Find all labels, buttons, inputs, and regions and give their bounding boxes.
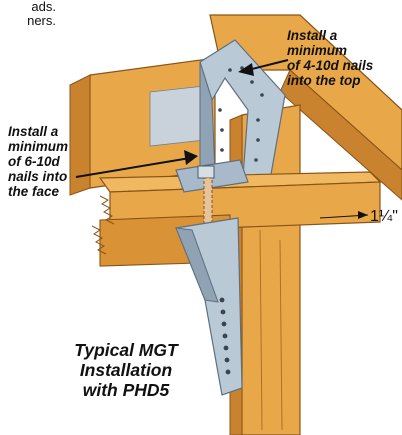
callout-top-nails: Install a minimum of 4-10d nails into th… bbox=[287, 28, 373, 88]
upper-rafter-side bbox=[279, 69, 402, 201]
callout-top-leader bbox=[247, 59, 289, 71]
callout-face-line: minimum bbox=[8, 139, 69, 154]
caption-line: Installation bbox=[79, 360, 173, 380]
callout-face-line: the face bbox=[8, 184, 60, 199]
caption-line: Typical MGT bbox=[74, 340, 178, 360]
callout-top-line: minimum bbox=[287, 43, 348, 58]
strap-nails bbox=[218, 66, 264, 162]
callout-face-line: nails into bbox=[8, 169, 68, 184]
callout-face-line: of 6-10d bbox=[8, 154, 60, 169]
callout-face-leader bbox=[75, 157, 191, 178]
header-plate bbox=[149, 85, 206, 147]
figure-caption: Typical MGT Installation with PHD5 bbox=[60, 340, 192, 400]
dimension-arrow bbox=[358, 211, 368, 219]
callout-face-line: Install a bbox=[8, 124, 59, 139]
callout-top-line: of 4-10d nails bbox=[287, 58, 374, 73]
callout-face-arrowhead bbox=[184, 150, 198, 165]
cropped-text-fragment: ads. ners. bbox=[0, 0, 56, 28]
fragment-line: ads. bbox=[31, 0, 56, 14]
caption-line: with PHD5 bbox=[82, 380, 170, 400]
girder-end-grain bbox=[91, 195, 115, 255]
callout-top-line: Install a bbox=[287, 28, 338, 43]
phd5-bolts bbox=[218, 296, 232, 376]
dimension-label: 1¼" bbox=[370, 208, 398, 225]
callout-top-line: into the top bbox=[287, 73, 361, 88]
header-beam-end bbox=[69, 74, 91, 196]
callout-face-nails: Install a minimum of 6-10d nails into th… bbox=[8, 124, 68, 199]
bearing-nut bbox=[197, 165, 215, 179]
phd5-flange bbox=[175, 227, 219, 303]
callout-top-arrowhead bbox=[238, 63, 254, 76]
fragment-line: ners. bbox=[27, 13, 56, 28]
